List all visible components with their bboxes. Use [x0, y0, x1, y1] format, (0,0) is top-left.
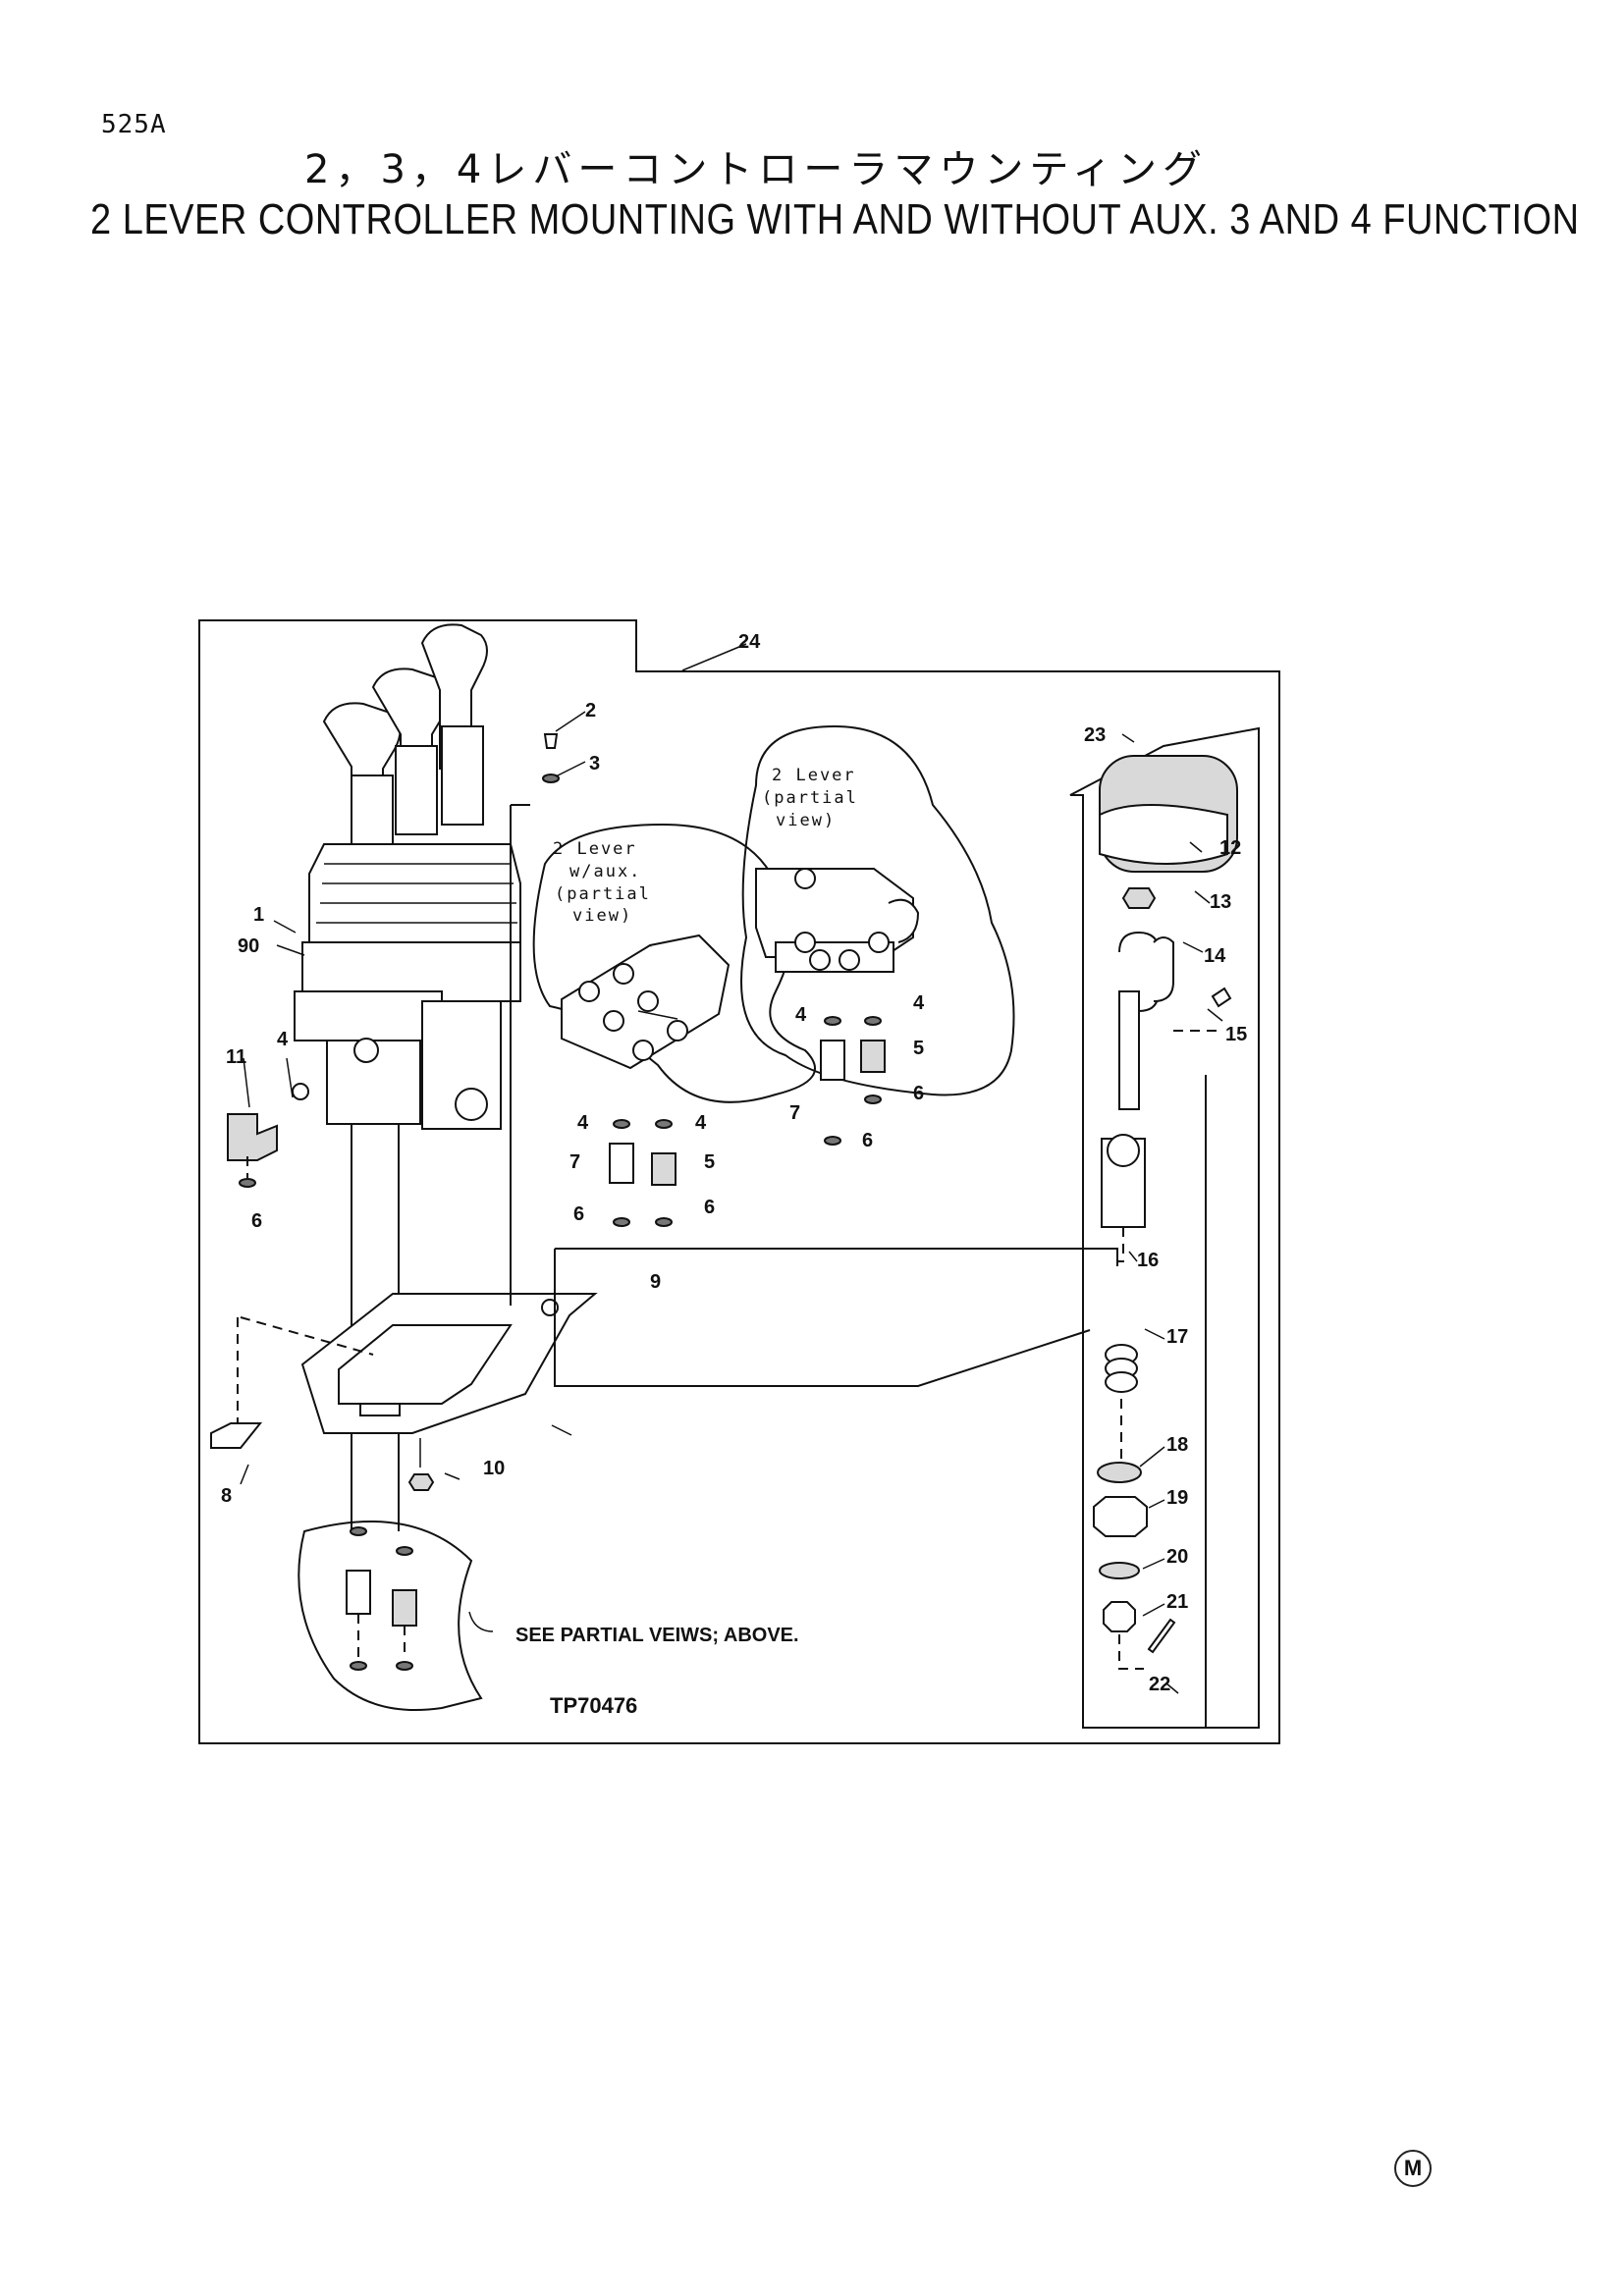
label-24: 24	[738, 631, 761, 653]
label-18: 18	[1166, 1434, 1188, 1456]
callout-2lever-line-2: (partial	[762, 788, 858, 808]
label-8: 8	[221, 1485, 232, 1507]
label-90: 90	[238, 935, 259, 957]
reference-number: TP70476	[550, 1693, 637, 1718]
label-13: 13	[1210, 891, 1231, 913]
label-9: 9	[650, 1271, 661, 1293]
screw-2-washer-3	[542, 733, 560, 783]
label-4e: 4	[913, 992, 925, 1014]
label-6a: 6	[251, 1210, 262, 1232]
partial-view-aux	[532, 823, 816, 1103]
2lever-fittings	[820, 1016, 886, 1146]
label-22: 22	[1149, 1674, 1170, 1695]
label-17: 17	[1166, 1326, 1188, 1348]
label-23: 23	[1084, 724, 1106, 746]
label-20: 20	[1166, 1546, 1188, 1568]
page-code: 525A	[101, 110, 167, 139]
nut-10	[407, 1438, 435, 1491]
leader-lines	[240, 711, 1223, 1694]
plate-callout	[555, 1248, 1118, 1266]
label-21: 21	[1166, 1591, 1188, 1613]
label-6b: 6	[573, 1203, 584, 1225]
label-4a: 4	[277, 1029, 289, 1050]
label-7b: 7	[789, 1102, 800, 1124]
joystick-controller	[294, 623, 521, 1531]
label-16: 16	[1137, 1250, 1159, 1271]
leader-24	[681, 643, 747, 671]
right-column	[1069, 726, 1260, 1729]
label-12: 12	[1219, 837, 1241, 859]
label-15: 15	[1225, 1024, 1247, 1045]
diagram-frame	[198, 619, 1280, 1744]
callout-aux-line-2: w/aux.	[569, 862, 641, 881]
label-2: 2	[585, 700, 596, 721]
callout-aux-line-3: (partial	[555, 884, 651, 904]
m-mark: M	[1394, 2150, 1432, 2187]
label-1: 1	[253, 904, 264, 926]
label-10: 10	[483, 1458, 505, 1479]
callout-2lever-line-3: view)	[776, 811, 836, 830]
lower-partial-view	[298, 1521, 494, 1711]
label-7a: 7	[569, 1151, 580, 1173]
aux-fittings	[609, 1119, 677, 1227]
label-5b: 5	[913, 1038, 924, 1059]
title-english: 2 LEVER CONTROLLER MOUNTING WITH AND WIT…	[90, 196, 1580, 244]
label-3: 3	[589, 753, 600, 774]
see-partial-views-note: SEE PARTIAL VEIWS; ABOVE.	[515, 1625, 799, 1646]
label-6d: 6	[913, 1083, 924, 1104]
label-6e: 6	[862, 1130, 873, 1151]
label-19: 19	[1166, 1487, 1188, 1509]
label-4c: 4	[695, 1112, 707, 1134]
label-4d: 4	[795, 1004, 807, 1026]
label-6c: 6	[704, 1197, 715, 1218]
label-4b: 4	[577, 1112, 589, 1134]
callout-aux-line-4: view)	[572, 906, 632, 926]
label-14: 14	[1204, 945, 1226, 967]
label-11: 11	[226, 1046, 246, 1068]
part-8	[210, 1316, 374, 1449]
callout-2lever-line-1: 2 Lever	[772, 766, 856, 785]
mounting-plate-9	[300, 804, 598, 1434]
title-japanese: 2，3，4レバーコントローラマウンティング	[304, 147, 1208, 192]
elbow-fitting-11	[227, 1083, 309, 1188]
callout-aux-line-1: 2 Lever	[553, 839, 637, 859]
label-5a: 5	[704, 1151, 715, 1173]
partial-view-2lever	[740, 724, 1015, 1096]
